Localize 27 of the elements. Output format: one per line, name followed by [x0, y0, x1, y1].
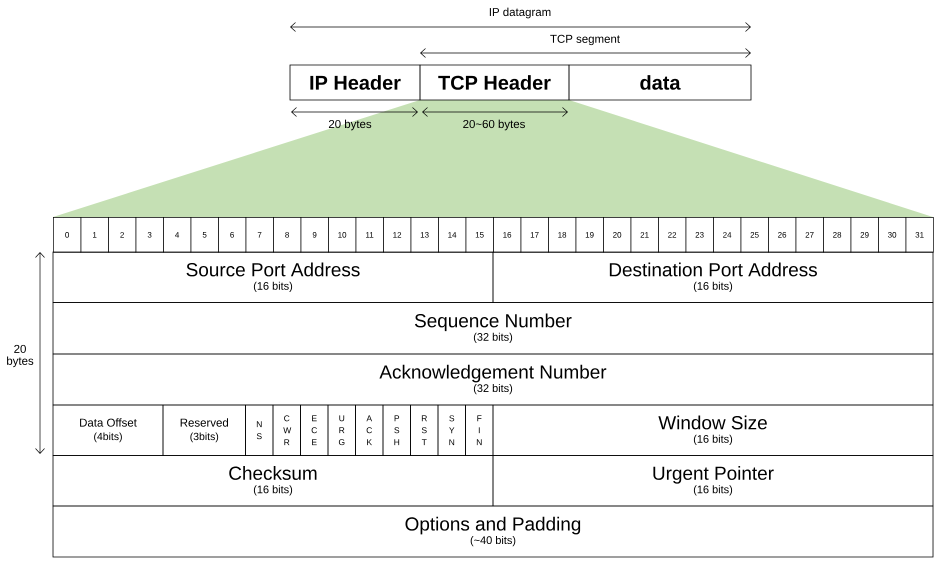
dimension-label: 20 bytes: [7, 344, 34, 368]
header-box: IP Header: [290, 64, 420, 100]
field-box: Urgent Pointer (16 bits): [492, 455, 934, 506]
flag-box: U R G: [328, 404, 356, 456]
field-box: Source Port Address (16 bits): [52, 252, 494, 303]
flag-box: F I N: [465, 404, 494, 456]
flag-box: P S H: [382, 404, 411, 456]
header-box: TCP Header: [420, 64, 570, 100]
flag-box: A C K: [355, 404, 384, 456]
field-box: Options and Padding (~40 bits): [52, 506, 934, 558]
field-box: Checksum (16 bits): [52, 455, 494, 506]
field-box: Destination Port Address (16 bits): [492, 252, 934, 303]
dimension-label: TCP segment: [550, 34, 620, 46]
header-box: data: [568, 64, 752, 100]
field-box: Window Size (16 bits): [492, 404, 934, 456]
dimension-label: IP datagram: [490, 8, 550, 18]
dimension-label: 20~60 bytes: [463, 120, 525, 130]
field-box: Data Offset (4bits): [52, 404, 164, 456]
field-box: Sequence Number (32 bits): [52, 302, 934, 354]
flag-box: N S: [245, 404, 274, 456]
flag-box: C W R: [272, 404, 301, 456]
flag-box: R S T: [410, 404, 438, 456]
flag-box: E C E: [300, 404, 328, 456]
dimension-label: 20 bytes: [328, 120, 372, 130]
field-box: Reserved (3bits): [162, 404, 246, 456]
field-box: Acknowledgement Number (32 bits): [52, 354, 934, 406]
flag-box: S Y N: [438, 404, 466, 456]
